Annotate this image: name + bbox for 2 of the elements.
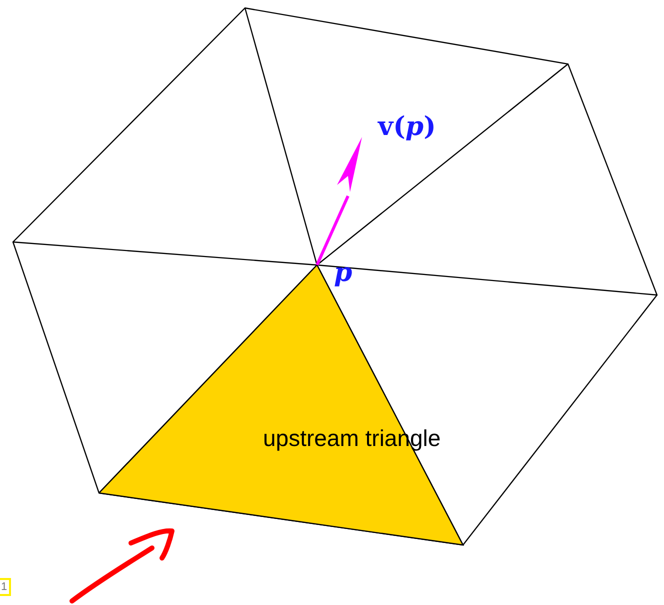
vector-label: v(p) xyxy=(378,112,436,142)
callout-number: 1 xyxy=(0,578,12,596)
